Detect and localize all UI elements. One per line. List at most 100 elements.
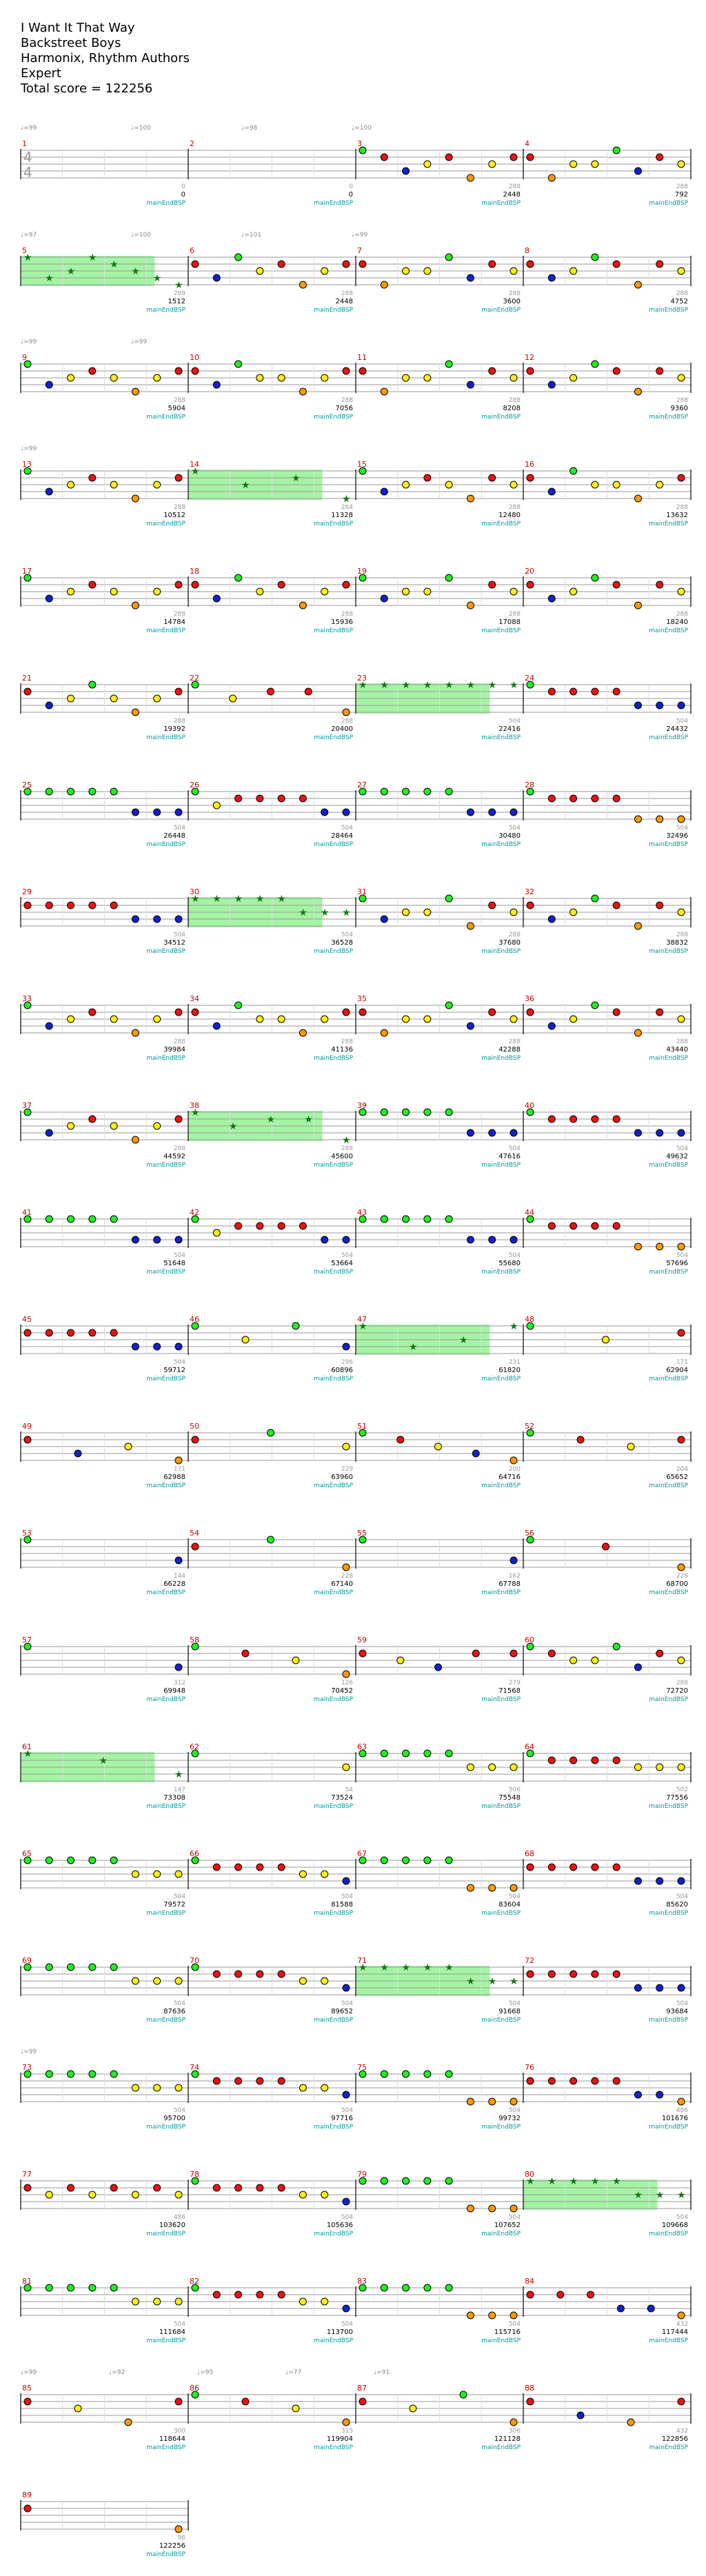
measure-sub-score: 200 — [509, 1466, 521, 1473]
measure-cumulative-score: 37680 — [498, 939, 521, 947]
star-power-label: mainEndBSP — [481, 2017, 521, 2024]
note-gem-r — [299, 794, 307, 803]
bpm-marker: ♩=91 — [374, 2369, 390, 2376]
note-gem-b — [656, 1984, 664, 1992]
note-gem-g — [45, 1215, 53, 1223]
note-gem-r — [510, 153, 518, 161]
note-gem-b — [547, 381, 556, 389]
star-power-label: mainEndBSP — [649, 2231, 688, 2237]
star-power-label: mainEndBSP — [146, 1376, 185, 1382]
measure-sub-score: 504 — [174, 1893, 185, 1900]
bpm-marker: ♩=99 — [21, 125, 37, 132]
measure-cumulative-score: 111684 — [159, 2328, 185, 2336]
note-gem-r — [591, 1970, 599, 1978]
note-gem-r — [174, 474, 183, 482]
note-gem-r — [234, 2077, 243, 2085]
measure-cumulative-score: 93684 — [666, 2008, 688, 2015]
measure-cumulative-score: 99732 — [498, 2115, 521, 2122]
measure-number: 33 — [22, 994, 32, 1003]
note-gem-g — [23, 467, 32, 475]
note-gem-g — [423, 787, 432, 796]
note-gem-o — [131, 708, 139, 716]
measure-number: 85 — [22, 2384, 32, 2393]
note-gem-r — [445, 153, 453, 161]
star-power-label: mainEndBSP — [481, 841, 521, 848]
note-gem-r — [612, 581, 621, 589]
note-gem-r — [488, 1008, 496, 1016]
note-gem-y — [292, 2404, 300, 2413]
measure-sub-score: 504 — [509, 2214, 521, 2221]
measure-number: 24 — [525, 674, 534, 683]
note-gem-g — [612, 146, 621, 154]
note-gem-g — [359, 1856, 367, 1864]
note-gem-o — [510, 1884, 518, 1892]
bpm-marker: ♩=99 — [21, 2369, 37, 2376]
measure-cumulative-score: 13632 — [666, 512, 688, 519]
note-gem-o — [466, 922, 474, 930]
note-gem-g — [402, 1108, 410, 1116]
star-power-label: mainEndBSP — [649, 307, 688, 314]
star-note: ★ — [677, 2190, 686, 2201]
note-gem-b — [466, 808, 474, 816]
note-gem-r — [423, 474, 432, 482]
note-gem-r — [67, 2184, 75, 2192]
star-power-label: mainEndBSP — [146, 414, 185, 421]
measure-sub-score: 504 — [509, 1145, 521, 1152]
note-gem-b — [547, 915, 556, 923]
note-gem-r — [359, 260, 367, 268]
note-gem-r — [612, 1008, 621, 1016]
note-gem-y — [292, 1656, 300, 1664]
measure-sub-score: 231 — [509, 1359, 521, 1366]
note-gem-y — [321, 1977, 329, 1985]
star-power-label: mainEndBSP — [481, 627, 521, 634]
note-gem-r — [612, 2077, 621, 2085]
measure-number: 89 — [22, 2491, 32, 2499]
measure-number: 26 — [190, 781, 199, 789]
note-gem-r — [602, 1542, 609, 1551]
note-gem-g — [423, 2284, 432, 2292]
note-gem-r — [23, 687, 32, 696]
note-gem-y — [402, 374, 410, 382]
note-gem-y — [342, 1442, 350, 1451]
note-gem-g — [445, 360, 453, 368]
note-gem-y — [88, 2191, 97, 2199]
measure-cumulative-score: 26448 — [163, 832, 185, 840]
note-gem-y — [488, 160, 496, 168]
note-gem-g — [402, 1215, 410, 1223]
note-gem-o — [677, 1563, 685, 1571]
note-gem-y — [299, 2297, 307, 2306]
note-gem-g — [23, 1215, 32, 1223]
note-gem-b — [510, 808, 518, 816]
note-gem-y — [569, 160, 578, 168]
note-gem-y — [67, 374, 75, 382]
note-gem-r — [547, 1970, 556, 1978]
song-header: I Want It That Way Backstreet Boys Harmo… — [21, 21, 190, 97]
note-gem-o — [131, 388, 139, 396]
note-gem-b — [174, 1236, 183, 1244]
note-gem-b — [466, 274, 474, 282]
note-gem-g — [380, 2177, 388, 2185]
note-gem-o — [299, 601, 307, 610]
star-power-label: mainEndBSP — [481, 1482, 521, 1489]
star-power-label: mainEndBSP — [649, 414, 688, 421]
note-gem-y — [677, 267, 685, 275]
note-gem-g — [402, 2177, 410, 2185]
note-gem-y — [423, 587, 432, 596]
star-note: ★ — [656, 2190, 665, 2201]
note-gem-r — [569, 1756, 578, 1764]
note-gem-g — [526, 1749, 534, 1758]
star-note: ★ — [174, 1769, 183, 1780]
note-gem-g — [445, 1856, 453, 1864]
measure-number: 40 — [525, 1101, 534, 1110]
note-gem-r — [299, 1222, 307, 1230]
note-gem-b — [321, 1236, 329, 1244]
note-gem-b — [510, 1236, 518, 1244]
note-gem-g — [23, 787, 32, 796]
star-power-label: mainEndBSP — [314, 734, 353, 741]
note-gem-g — [191, 1963, 199, 1971]
measure-number: 70 — [190, 1956, 199, 1965]
measure-sub-score: 96 — [178, 2535, 186, 2542]
note-gem-o — [656, 1242, 664, 1251]
note-gem-g — [445, 2070, 453, 2078]
note-gem-y — [174, 2297, 183, 2306]
